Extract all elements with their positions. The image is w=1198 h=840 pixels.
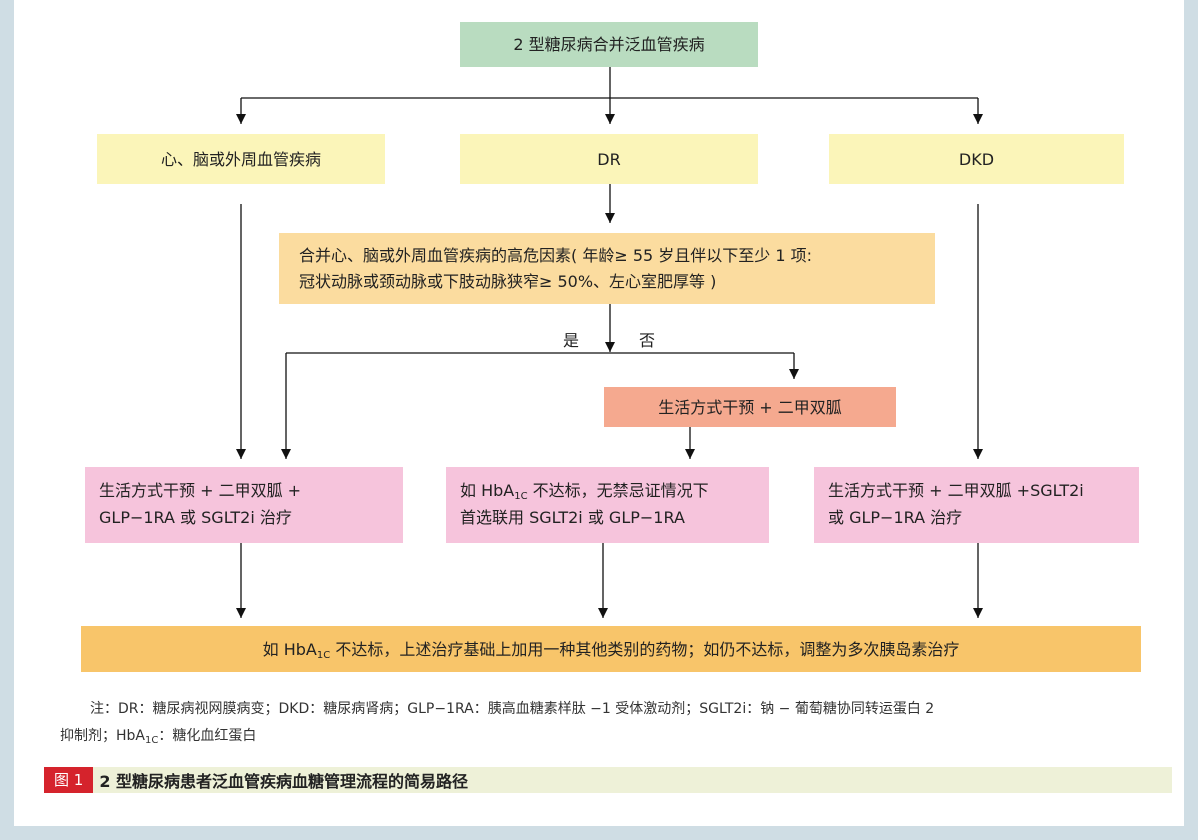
node-mid-treatment: 如 HbA1C 不达标，无禁忌证情况下 首选联用 SGLT2i 或 GLP−1R… bbox=[446, 467, 769, 543]
node-lifestyle-metformin: 生活方式干预 + 二甲双胍 bbox=[604, 387, 896, 427]
risk-line-2: 冠状动脉或颈动脉或下肢动脉狭窄≥ 50%、左心室肥厚等 ) bbox=[299, 272, 717, 291]
figure-caption: 图 1 2 型糖尿病患者泛血管疾病血糖管理流程的简易路径 bbox=[44, 767, 1172, 793]
left-tx-line-2: GLP−1RA 或 SGLT2i 治疗 bbox=[99, 508, 292, 527]
mid-tx-line-2: 首选联用 SGLT2i 或 GLP−1RA bbox=[460, 508, 685, 527]
note-line-2-post: ：糖化血红蛋白 bbox=[158, 728, 257, 744]
right-tx-line-1: 生活方式干预 + 二甲双胍 +SGLT2i bbox=[828, 481, 1084, 500]
node-dr-text: DR bbox=[597, 149, 621, 169]
node-final-step: 如 HbA1C 不达标，上述治疗基础上加用一种其他类别的药物；如仍不达标，调整为… bbox=[81, 626, 1141, 672]
final-rest-text: 不达标，上述治疗基础上加用一种其他类别的药物；如仍不达标，调整为多次胰岛素治疗 bbox=[330, 639, 960, 659]
final-hba-text: 如 HbA bbox=[262, 639, 317, 659]
figure-note: 注：DR：糖尿病视网膜病变；DKD：糖尿病肾病；GLP−1RA：胰高血糖素样肽 … bbox=[60, 696, 1180, 750]
label-yes: 是 bbox=[563, 331, 580, 350]
node-final-text: 如 HbA1C 不达标，上述治疗基础上加用一种其他类别的药物；如仍不达标，调整为… bbox=[263, 636, 960, 663]
mid-tx-hba-text: 如 HbA bbox=[460, 481, 515, 500]
node-dkd-text: DKD bbox=[958, 149, 995, 169]
flow-connectors bbox=[236, 67, 983, 618]
mid-tx-hba-sub: 1C bbox=[514, 491, 528, 502]
node-dkd: DKD bbox=[829, 134, 1124, 184]
final-hba-sub: 1C bbox=[316, 649, 331, 661]
node-left-treatment: 生活方式干预 + 二甲双胍 + GLP−1RA 或 SGLT2i 治疗 bbox=[85, 467, 403, 543]
node-root-text: 2 型糖尿病合并泛血管疾病 bbox=[513, 35, 705, 54]
mid-tx-line-1-rest: 不达标，无禁忌证情况下 bbox=[527, 481, 709, 500]
risk-line-1: 合并心、脑或外周血管疾病的高危因素( 年龄≥ 55 岁且伴以下至少 1 项: bbox=[299, 246, 813, 265]
node-right-treatment: 生活方式干预 + 二甲双胍 +SGLT2i 或 GLP−1RA 治疗 bbox=[814, 467, 1139, 543]
node-lifestyle-text: 生活方式干预 + 二甲双胍 bbox=[658, 397, 842, 417]
note-hba-sub: 1C bbox=[145, 735, 159, 746]
figure-page: 2 型糖尿病合并泛血管疾病 心、脑或外周血管疾病 DR DKD 合并心、脑或外周… bbox=[14, 0, 1184, 826]
node-cardio-text: 心、脑或外周血管疾病 bbox=[160, 149, 321, 169]
node-cardio: 心、脑或外周血管疾病 bbox=[97, 134, 385, 184]
node-risk-factors: 合并心、脑或外周血管疾病的高危因素( 年龄≥ 55 岁且伴以下至少 1 项: 冠… bbox=[279, 233, 935, 304]
node-root: 2 型糖尿病合并泛血管疾病 bbox=[460, 22, 758, 67]
note-line-2-pre: 抑制剂；HbA bbox=[60, 728, 145, 744]
label-no: 否 bbox=[639, 331, 656, 350]
note-line-1: 注：DR：糖尿病视网膜病变；DKD：糖尿病肾病；GLP−1RA：胰高血糖素样肽 … bbox=[90, 701, 935, 717]
mid-tx-line-1: 如 HbA1C 不达标，无禁忌证情况下 bbox=[460, 477, 755, 504]
figure-caption-text: 2 型糖尿病患者泛血管疾病血糖管理流程的简易路径 bbox=[99, 772, 469, 791]
right-tx-line-2: 或 GLP−1RA 治疗 bbox=[828, 508, 963, 527]
note-line-2: 抑制剂；HbA1C：糖化血红蛋白 bbox=[60, 723, 1180, 750]
node-dr: DR bbox=[460, 134, 758, 184]
figure-number-badge: 图 1 bbox=[44, 767, 94, 793]
left-tx-line-1: 生活方式干预 + 二甲双胍 + bbox=[99, 481, 302, 500]
